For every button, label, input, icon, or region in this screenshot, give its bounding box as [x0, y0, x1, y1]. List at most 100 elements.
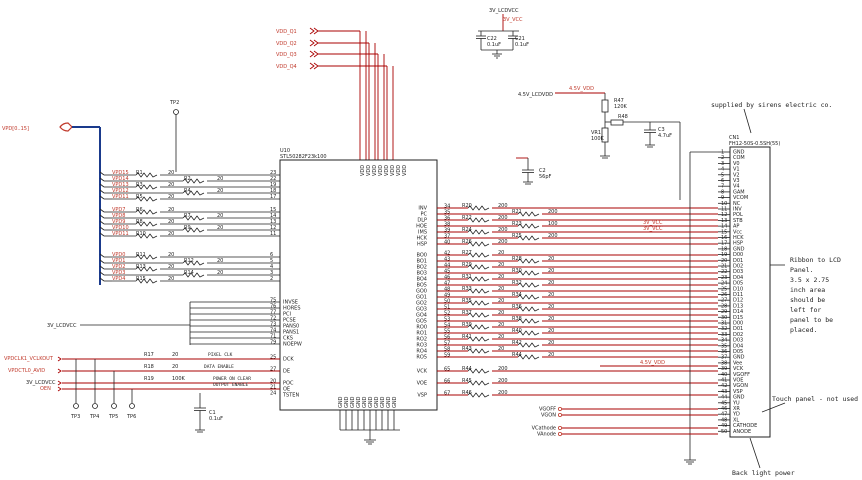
- u10-data-resistor: [517, 342, 540, 348]
- cn1-pin-name: D05: [733, 349, 743, 355]
- u10-data-resistor-ref: R38: [512, 316, 522, 322]
- u10-data-pin-name: RO2: [416, 337, 427, 343]
- vpd-net-label: VPD15: [112, 170, 129, 176]
- cn1-pin-number: 12: [721, 212, 727, 218]
- r19-value: 100K: [172, 376, 186, 382]
- input-resistor-value: 20: [168, 276, 174, 282]
- u10-pin-number: 11: [270, 231, 276, 237]
- u10-data-pin-name: RO3: [416, 343, 427, 349]
- cn1-pin-name: AP: [733, 224, 739, 230]
- u10-data-resistor: [467, 324, 490, 330]
- u10-bottom-pin-name: GND: [362, 396, 368, 408]
- vr1-ref: VR1: [591, 130, 601, 136]
- cn1-pin-name: D12: [733, 298, 743, 304]
- u10-data-pin-number: 52: [444, 311, 450, 317]
- ctrl-pin-name: PANS0: [283, 324, 299, 330]
- test-point-label: TP5: [108, 414, 118, 420]
- cn1-pin-name: V0: [733, 161, 740, 167]
- input-resistor-value: 20: [168, 170, 174, 176]
- left-bottom-pin-name: DCK: [283, 357, 294, 363]
- cn1-pin-number: 39: [721, 366, 727, 372]
- u10-data-resistor-ref: R34: [512, 292, 522, 298]
- input-resistor: [182, 215, 205, 221]
- ctrl-pin-name: NOEPW: [283, 342, 302, 348]
- u10-data-pin-name: GO5: [416, 319, 427, 325]
- u10-data-resistor: [517, 354, 540, 360]
- cn1-header: supplied by sirens electric co. CN1 FH12…: [711, 101, 832, 438]
- left-3v-net: 3V_LCDVCC: [47, 302, 191, 345]
- u10-right-resistor: [467, 241, 490, 247]
- cn1-pin-number: 29: [721, 309, 727, 315]
- u10-pin-number: 18: [270, 188, 276, 194]
- input-resistor: [182, 178, 205, 184]
- vdd-45-group: 4.5V_LCDVDD 4.5V_VDD R47 120K R48 VR1 10…: [518, 86, 681, 200]
- u10-data-resistor-ref: R33: [462, 286, 472, 292]
- u10-data-resistor-value: 20: [498, 310, 504, 316]
- vpd-net-label: VPD11: [112, 194, 129, 200]
- vpd-net-label: VPD10: [112, 225, 129, 231]
- cn1-pin-name: INV: [733, 207, 742, 213]
- u10-data-resistor-value: 20: [548, 256, 554, 262]
- backlight-note: Back light power: [732, 469, 795, 477]
- cn1-pin-number: 20: [721, 258, 727, 264]
- cn1-pin-number: 27: [721, 298, 727, 304]
- cn1-pin-name: D15: [733, 315, 743, 321]
- ctrl-pin-number: 73: [270, 322, 276, 328]
- input-resistor: [135, 184, 158, 190]
- input-resistor-ref: R11: [136, 252, 146, 258]
- vpd-net-label: VPD9: [112, 219, 125, 225]
- input-resistor-value: 20: [168, 194, 174, 200]
- vpd-net-label: VPD0: [112, 252, 125, 258]
- u10-right-resistor-value: 200: [498, 215, 508, 221]
- r17-ref: R17: [144, 352, 154, 358]
- cn1-pin-name: VGOFF: [733, 372, 750, 378]
- input-resistor-value: 20: [217, 270, 223, 276]
- cn1-pin-number: 26: [721, 292, 727, 298]
- u10-top-pin-name: VDD: [390, 165, 396, 176]
- cn1-pin-name: D02: [733, 332, 743, 338]
- ctrl-pin-number: 74: [270, 328, 276, 334]
- u10-data-resistor-ref: R40: [512, 328, 522, 334]
- u10-data-resistor-ref: R31: [462, 274, 472, 280]
- u10-data-pin-name: BO2: [417, 265, 427, 271]
- cn1-pin-number: 9: [721, 195, 724, 201]
- u10-right-resistor: [467, 229, 490, 235]
- vpd-net-label: VPD2: [112, 264, 125, 270]
- cn1-pin-name: CATHODE: [733, 423, 757, 429]
- u10-right-resistor-ref: R24: [462, 227, 472, 233]
- u10-pin-number: 19: [270, 182, 276, 188]
- input-resistor: [182, 272, 205, 278]
- u10-right-resistor: [517, 223, 540, 229]
- r47-value: 120K: [614, 104, 628, 110]
- u10-data-pin-number: 49: [444, 293, 450, 299]
- cn1-pin-number: 38: [721, 360, 727, 366]
- u10-right-resistor-value: 200: [498, 227, 508, 233]
- u10-data-resistor-ref: R32: [512, 280, 522, 286]
- left-bottom-pin-name: OE: [283, 387, 290, 393]
- ctrl-pin-name: PCSE: [283, 318, 296, 324]
- cn1-pin-number: 18: [721, 246, 727, 252]
- u10-data-pin-number: 59: [444, 353, 450, 359]
- r18-value: 20: [172, 364, 178, 370]
- u10-right-bottom-resistor-ref: R45: [462, 378, 472, 384]
- r48-ref: R48: [618, 114, 628, 120]
- cn1-pin-number: 11: [721, 207, 727, 213]
- left-bottom-pin-name: POC: [283, 381, 294, 387]
- u10-data-resistor-ref: R30: [512, 268, 522, 274]
- u10-data-resistor-ref: R41: [462, 334, 472, 340]
- cn1-pin-number: 17: [721, 241, 727, 247]
- u10-data-pin-number: 51: [444, 305, 450, 311]
- u10-data-resistor: [467, 312, 490, 318]
- cn1-pin-number: 33: [721, 332, 727, 338]
- cn1-pin-name: VCK: [733, 366, 744, 372]
- u10-pin-number: 15: [270, 207, 276, 213]
- output-enable-note: OUTPUT ENABLE: [213, 382, 249, 388]
- c22-value: 0.1uF: [487, 42, 501, 48]
- u10-data-resistor-ref: R35: [462, 298, 472, 304]
- u10-right-resistor-ref: R21: [512, 209, 522, 215]
- u10-right-bottom-resistor-ref: R44: [462, 366, 472, 372]
